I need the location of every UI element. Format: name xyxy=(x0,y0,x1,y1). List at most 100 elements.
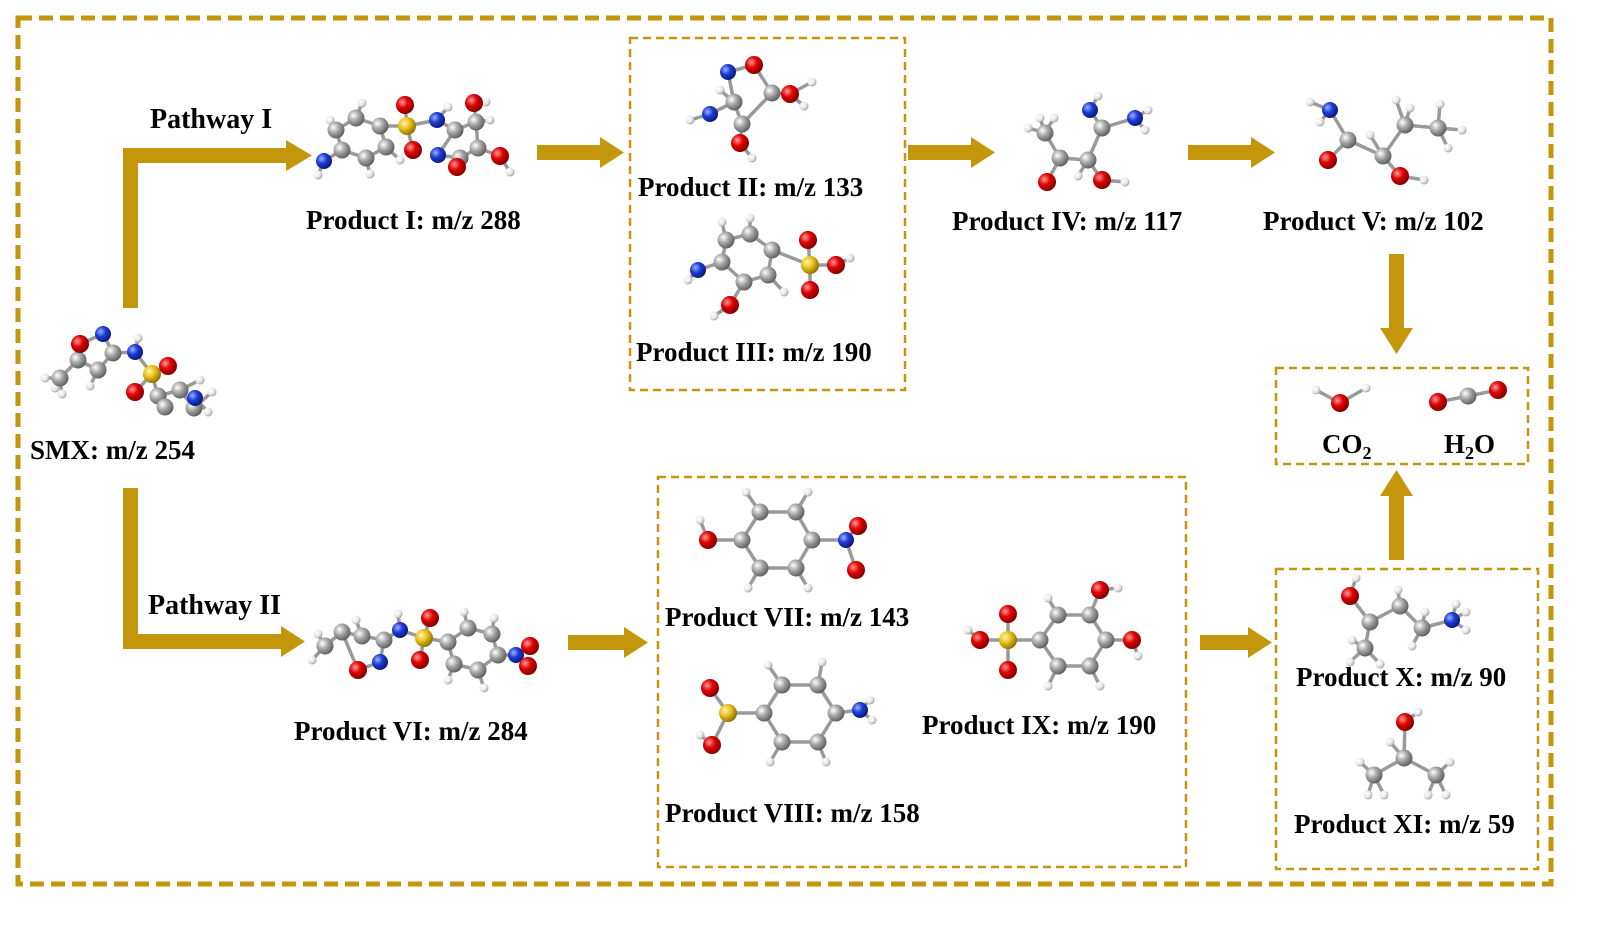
hydrogen-atom xyxy=(685,115,695,125)
nitrogen-atom xyxy=(1082,102,1098,118)
arrow-p2-to-p4 xyxy=(908,137,995,168)
carbon-atom xyxy=(751,503,769,521)
carbon-atom xyxy=(787,559,805,577)
nitrogen-atom xyxy=(429,112,445,128)
nitrogen-atom xyxy=(838,532,854,548)
group-box-products-10-11 xyxy=(1274,567,1540,871)
label-product-5: Product V: m/z 102 xyxy=(1263,206,1484,236)
hydrogen-atom xyxy=(1407,641,1417,651)
pathway-one-label: Pathway I xyxy=(150,104,272,135)
nitrogen-atom xyxy=(127,344,143,360)
label-product-6: Product VI: m/z 284 xyxy=(294,716,528,746)
carbon-atom xyxy=(89,361,107,379)
oxygen-atom xyxy=(999,661,1017,679)
oxygen-atom xyxy=(1489,381,1507,399)
carbon-atom xyxy=(1081,657,1099,675)
molecule-p1 xyxy=(313,94,515,180)
carbon-atom xyxy=(787,503,805,521)
hydrogen-atom xyxy=(1361,383,1371,393)
carbon-atom xyxy=(1361,613,1379,631)
carbon-atom xyxy=(1391,597,1409,615)
arrow-p5-to-final xyxy=(1380,254,1413,354)
oxygen-atom xyxy=(1319,151,1337,169)
carbon-atom xyxy=(759,266,777,284)
hydrogen-atom xyxy=(1420,607,1430,617)
hydrogen-atom xyxy=(1311,385,1321,395)
sulfur-atom xyxy=(719,704,737,722)
hydrogen-atom xyxy=(715,85,725,95)
hydrogen-atom xyxy=(133,333,143,343)
carbon-atom xyxy=(483,625,501,643)
carbon-atom xyxy=(1093,119,1111,137)
hydrogen-atom xyxy=(1133,651,1143,661)
hydrogen-atom xyxy=(747,153,757,163)
oxygen-atom xyxy=(1391,167,1409,185)
hydrogen-atom xyxy=(683,275,693,285)
oxygen-atom xyxy=(159,357,177,375)
hydrogen-atom xyxy=(1443,143,1453,153)
carbon-atom xyxy=(773,676,791,694)
carbon-atom xyxy=(1081,606,1099,624)
hydrogen-atom xyxy=(763,660,773,670)
hydrogen-atom xyxy=(807,77,817,87)
nitrogen-atom xyxy=(720,64,736,80)
carbon-atom xyxy=(104,344,122,362)
hydrogen-atom xyxy=(1363,790,1373,800)
hydrogen-atom xyxy=(1385,737,1395,747)
carbon-atom xyxy=(469,661,487,679)
hydrogen-atom xyxy=(717,217,727,227)
hydrogen-atom xyxy=(1095,681,1105,691)
h2o-label: H2O xyxy=(1444,429,1495,463)
hydrogen-atom xyxy=(695,730,705,740)
hydrogen-atom xyxy=(459,607,469,617)
hydrogen-atom xyxy=(1140,125,1150,135)
pathway-one-arrow xyxy=(123,140,312,308)
hydrogen-atom xyxy=(485,115,495,125)
hydrogen-atom xyxy=(963,625,973,635)
molecule-p11 xyxy=(1355,707,1455,800)
hydrogen-atom xyxy=(1043,593,1053,603)
nitrogen-atom xyxy=(508,647,524,663)
hydrogen-atom xyxy=(1461,607,1471,617)
hydrogen-atom xyxy=(1413,707,1423,717)
hydrogen-atom xyxy=(395,155,405,165)
oxygen-atom xyxy=(703,736,721,754)
oxygen-atom xyxy=(465,94,483,112)
hydrogen-atom xyxy=(803,487,813,497)
carbon-atom xyxy=(1036,124,1054,142)
hydrogen-atom xyxy=(765,757,775,767)
hydrogen-atom xyxy=(817,657,827,667)
carbon-atom xyxy=(69,351,87,369)
label-product-2: Product II: m/z 133 xyxy=(638,172,863,202)
sulfur-atom xyxy=(398,117,416,135)
oxygen-atom xyxy=(731,134,749,152)
carbon-atom xyxy=(1459,387,1477,405)
oxygen-atom xyxy=(701,679,719,697)
hydrogen-atom xyxy=(443,675,453,685)
carbon-atom xyxy=(755,704,773,722)
arrow-p1-to-p2 xyxy=(537,137,624,168)
molecule-p5 xyxy=(1305,95,1467,185)
carbon-atom xyxy=(446,121,464,139)
label-product-9: Product IX: m/z 190 xyxy=(922,710,1156,740)
label-product-11: Product XI: m/z 59 xyxy=(1294,809,1515,839)
hydrogen-atom xyxy=(867,715,877,725)
nitrogen-atom xyxy=(372,654,388,670)
molecule-p10 xyxy=(1341,573,1471,669)
carbon-atom xyxy=(1395,749,1413,767)
hydrogen-atom xyxy=(325,115,335,125)
carbon-atom xyxy=(773,733,791,751)
hydrogen-atom xyxy=(1435,99,1445,109)
hydrogen-atom xyxy=(481,97,491,107)
molecule-co2 xyxy=(1311,383,1371,412)
arrow-p10-to-final xyxy=(1380,470,1413,560)
hydrogen-atom xyxy=(40,373,50,383)
pathway-two-label: Pathway II xyxy=(148,590,281,621)
oxygen-atom xyxy=(827,256,845,274)
hydrogen-atom xyxy=(1355,757,1365,767)
carbon-atom xyxy=(347,109,365,127)
carbon-atom xyxy=(316,637,334,655)
carbon-atom xyxy=(1049,657,1067,675)
oxygen-atom xyxy=(847,561,865,579)
oxygen-atom xyxy=(1123,631,1141,649)
